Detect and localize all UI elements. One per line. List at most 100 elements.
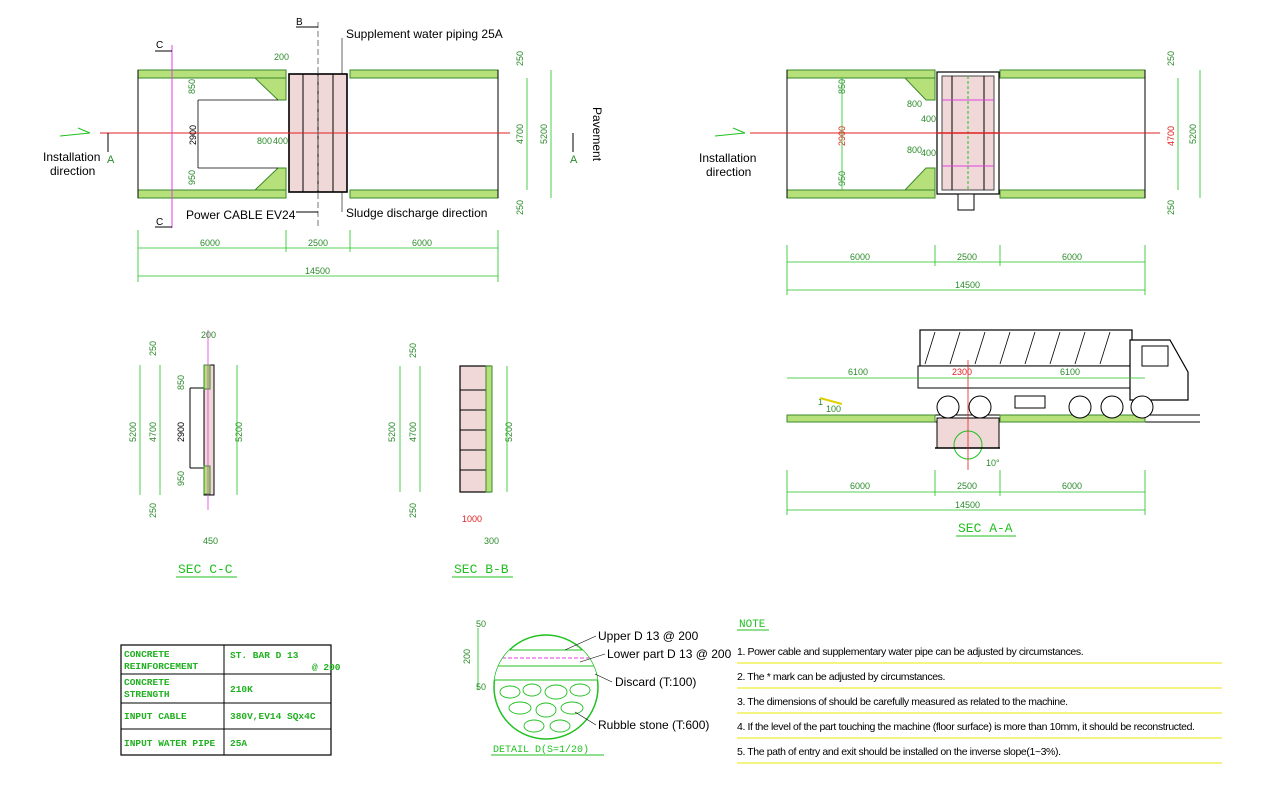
dim-4700: 4700 (515, 124, 525, 144)
dim-14500: 14500 (305, 266, 330, 276)
dim-6100-right: 6100 (1060, 367, 1080, 377)
label-pavement: Pavement (590, 107, 604, 162)
dim-950: 950 (187, 170, 197, 185)
dim-400-top: 400 (921, 114, 936, 124)
dim-250-top: 250 (515, 51, 525, 66)
dim-5200: 5200 (539, 124, 549, 144)
table-row-0-value-2: @ 200 (312, 662, 341, 673)
table-row-2-value: 380V,EV14 SQx4C (230, 711, 316, 722)
label-upper-rebar: Upper D 13 @ 200 (598, 629, 699, 643)
dim-200: 200 (274, 52, 289, 62)
dim-50-top: 50 (476, 619, 486, 629)
table-row-0-value-1: ST. BAR D 13 (230, 650, 299, 661)
dim-1000: 1000 (462, 514, 482, 524)
label-supplement-water: Supplement water piping 25A (346, 27, 503, 41)
dim-6000-right: 6000 (1062, 252, 1082, 262)
dim-14500: 14500 (955, 500, 980, 510)
plan-left: C C B A A Supplement water piping 25A Po… (43, 17, 604, 282)
label-installation-1: Installation (699, 151, 756, 165)
wheel-icon (936, 395, 960, 419)
dim-5200-right: 5200 (504, 422, 514, 442)
dim-50-bottom: 50 (476, 682, 486, 692)
label-sludge-discharge: Sludge discharge direction (346, 206, 487, 220)
dim-250-bottom: 250 (515, 200, 525, 215)
wall-top-left (786, 69, 936, 79)
label-lower-rebar: Lower part D 13 @ 200 (607, 647, 732, 661)
wall-top-right (999, 69, 1146, 79)
section-cc: 200 250 850 2900 950 250 4700 5200 5200 … (128, 330, 244, 578)
dim-5200: 5200 (1188, 124, 1198, 144)
table-row-1-label-1: CONCRETE (124, 677, 170, 688)
dim-250-top: 250 (148, 341, 158, 356)
dim-5200-right: 5200 (234, 422, 244, 442)
wall-bottom-left (786, 189, 936, 199)
table-row-2-label: INPUT CABLE (124, 711, 187, 722)
notes: NOTE 1. Power cable and supplementary wa… (737, 619, 1222, 764)
angle-label: 10° (986, 458, 1000, 468)
dim-6000-right: 6000 (412, 238, 432, 248)
slope-denominator: 100 (826, 404, 841, 414)
section-cc-title: SEC C-C (178, 562, 233, 577)
dim-800: 800 (257, 136, 272, 146)
wheel-icon (1068, 395, 1092, 419)
spec-table: CONCRETE REINFORCEMENT ST. BAR D 13 @ 20… (120, 644, 341, 756)
table-row-1-label-2: STRENGTH (124, 689, 170, 700)
section-bb-title: SEC B-B (454, 562, 509, 577)
dim-6100-left: 6100 (848, 367, 868, 377)
slope-numerator: 1 (818, 397, 823, 407)
dim-800-top: 800 (907, 99, 922, 109)
note-item-3: 3. The dimensions of should be carefully… (737, 696, 1068, 708)
section-aa: 6100 2300 6100 1 100 10° 6000 2500 6000 … (786, 329, 1200, 537)
plan-right: Installation direction 850 950 2900 800 … (699, 51, 1201, 295)
wheel-icon (968, 395, 992, 419)
detail-title: DETAIL D(S=1/20) (493, 744, 589, 756)
dim-800-bottom: 800 (907, 145, 922, 155)
ramp-top (253, 77, 287, 101)
arrow-icon (59, 127, 91, 137)
ramp-bottom (253, 167, 287, 191)
dim-250-bottom: 250 (148, 503, 158, 518)
dim-200: 200 (462, 649, 472, 664)
sec-a-left-label: A (107, 154, 115, 166)
arrow-icon (714, 127, 746, 137)
sec-c-top-label: C (156, 40, 163, 51)
dim-2500: 2500 (957, 481, 977, 491)
table-row-3-label: INPUT WATER PIPE (124, 738, 216, 749)
dim-400: 400 (273, 136, 288, 146)
detail-d: 50 200 50 Upper D 13 @ 200 Lower part D … (462, 619, 732, 756)
label-power-cable: Power CABLE EV24 (186, 208, 296, 222)
dim-4700: 4700 (408, 422, 418, 442)
table-row-3-value: 25A (230, 738, 247, 749)
dim-6000-left: 6000 (200, 238, 220, 248)
dim-950: 950 (176, 471, 186, 486)
dim-250-bottom: 250 (408, 503, 418, 518)
dim-250-top: 250 (1166, 51, 1176, 66)
wall-top-right (349, 69, 499, 79)
table-row-0-label-2: REINFORCEMENT (124, 661, 198, 672)
dim-2500: 2500 (957, 252, 977, 262)
dim-14500: 14500 (955, 280, 980, 290)
note-item-2: 2. The * mark can be adjusted by circums… (737, 671, 945, 683)
dim-2900: 2900 (176, 422, 186, 442)
label-installation-2: direction (50, 164, 95, 178)
section-aa-title: SEC A-A (958, 521, 1013, 536)
label-installation-2: direction (706, 165, 751, 179)
wall-bottom-left (137, 189, 287, 199)
dim-400-bottom: 400 (921, 148, 936, 158)
wall-top-left (137, 69, 287, 79)
dim-850: 850 (176, 375, 186, 390)
dim-450: 450 (203, 536, 218, 546)
wheel-icon (1130, 395, 1154, 419)
dim-6000-left: 6000 (850, 481, 870, 491)
dim-2300: 2300 (952, 367, 972, 377)
dim-250-top: 250 (408, 343, 418, 358)
dim-4700: 4700 (1166, 126, 1176, 146)
dim-300: 300 (484, 536, 499, 546)
dim-850: 850 (187, 79, 197, 94)
dim-5200-left: 5200 (387, 422, 397, 442)
label-rubble: Rubble stone (T:600) (598, 718, 709, 732)
sec-a-right-label: A (570, 154, 578, 166)
wall-bottom-right (349, 189, 499, 199)
wheel-icon (1100, 395, 1124, 419)
